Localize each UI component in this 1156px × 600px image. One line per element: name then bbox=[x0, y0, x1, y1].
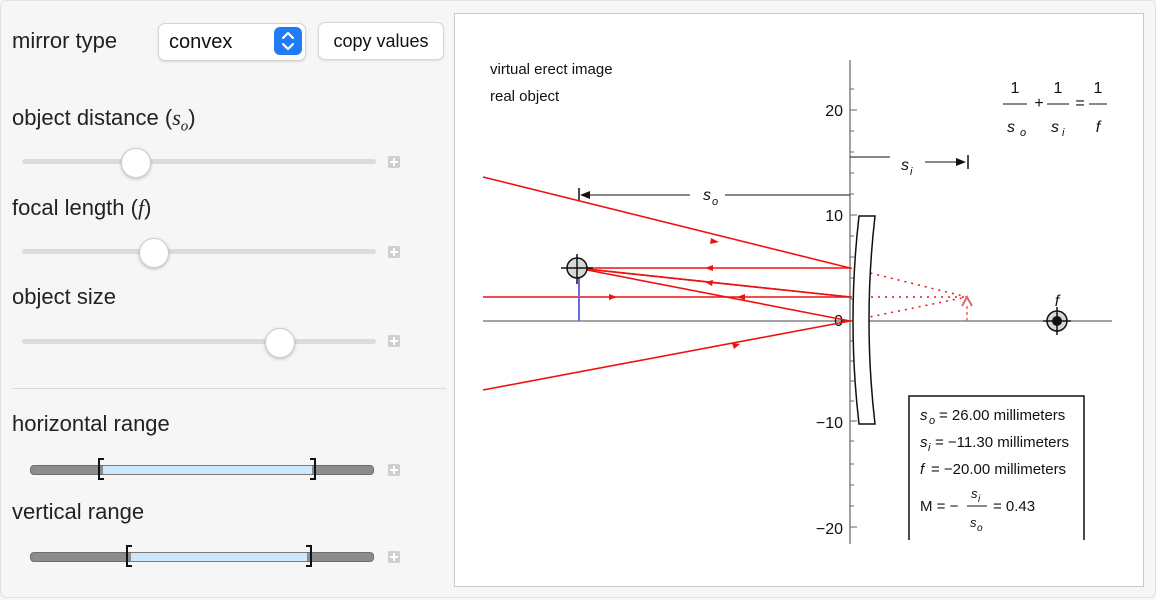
horizontal-range-label: horizontal range bbox=[12, 411, 170, 436]
horizontal-range-handles[interactable] bbox=[96, 457, 318, 483]
svg-text:f: f bbox=[1096, 119, 1102, 136]
readout-box: s o = 26.00 millimeters s i = −11.30 mil… bbox=[908, 395, 1085, 540]
svg-text:s: s bbox=[901, 157, 909, 174]
svg-text:o: o bbox=[1020, 127, 1026, 139]
svg-text:1: 1 bbox=[1054, 80, 1063, 97]
svg-text:s: s bbox=[703, 187, 711, 204]
svg-text:i: i bbox=[978, 494, 981, 505]
so-readout: = 26.00 millimeters bbox=[939, 407, 1065, 424]
image-type-text: virtual erect image bbox=[490, 61, 613, 78]
f-readout: = −20.00 millimeters bbox=[931, 461, 1066, 478]
vertical-range-handles[interactable] bbox=[124, 544, 314, 570]
object-handle-icon[interactable] bbox=[561, 254, 593, 284]
focal-length-slider[interactable] bbox=[22, 249, 376, 254]
object-size-plus-icon[interactable] bbox=[388, 335, 400, 347]
focal-length-label: focal length (f) bbox=[12, 195, 152, 220]
so-dimension: s o bbox=[578, 187, 850, 208]
svg-text:o: o bbox=[712, 196, 718, 208]
chevron-updown-icon bbox=[274, 27, 302, 55]
svg-text:s: s bbox=[1051, 119, 1059, 136]
horizontal-range-plus-icon[interactable] bbox=[388, 464, 400, 476]
svg-text:1: 1 bbox=[1094, 80, 1103, 97]
focal-length-slider-thumb[interactable] bbox=[139, 238, 169, 268]
y-tick-label: 0 bbox=[834, 313, 843, 330]
svg-text:o: o bbox=[977, 523, 983, 534]
svg-text:s: s bbox=[971, 486, 978, 501]
si-readout: = −11.30 millimeters bbox=[935, 434, 1069, 451]
svg-text:s: s bbox=[970, 515, 977, 530]
y-tick-label: −20 bbox=[816, 521, 843, 538]
mirror-type-value: convex bbox=[169, 31, 233, 53]
object-distance-slider-thumb[interactable] bbox=[121, 148, 151, 178]
copy-values-button[interactable]: copy values bbox=[318, 22, 444, 60]
svg-text:1: 1 bbox=[1011, 80, 1020, 97]
object-size-slider-thumb[interactable] bbox=[265, 328, 295, 358]
ray-direction-arrows bbox=[609, 238, 745, 349]
mirror-type-select[interactable]: convex bbox=[158, 23, 306, 61]
focal-length-plus-icon[interactable] bbox=[388, 246, 400, 258]
magnification-value: = 0.43 bbox=[993, 498, 1035, 515]
light-rays bbox=[482, 176, 851, 391]
object-distance-plus-icon[interactable] bbox=[388, 156, 400, 168]
object-size-label: object size bbox=[12, 284, 116, 309]
focal-point-handle-icon[interactable] bbox=[1043, 307, 1071, 335]
object-type-text: real object bbox=[490, 88, 560, 105]
horizontal-range-selection[interactable] bbox=[103, 465, 312, 475]
object-distance-slider[interactable] bbox=[22, 159, 376, 164]
y-tick-label: 10 bbox=[825, 208, 843, 225]
object-size-slider[interactable] bbox=[22, 339, 376, 344]
svg-text:=: = bbox=[1075, 95, 1084, 112]
mirror-equation: 1 s o + 1 s i = 1 f bbox=[1003, 80, 1107, 139]
svg-text:i: i bbox=[1062, 127, 1065, 139]
y-tick-label: −10 bbox=[816, 415, 843, 432]
vertical-range-label: vertical range bbox=[12, 499, 145, 524]
focal-point-label: f bbox=[1055, 293, 1061, 310]
svg-text:i: i bbox=[910, 166, 913, 178]
svg-text:+: + bbox=[1034, 95, 1043, 112]
object-distance-label: object distance (so) bbox=[12, 105, 196, 135]
mirror-type-label: mirror type bbox=[12, 28, 118, 53]
vertical-range-plus-icon[interactable] bbox=[388, 551, 400, 563]
svg-text:s: s bbox=[920, 407, 928, 424]
magnification-prefix: M = − bbox=[920, 498, 959, 515]
vertical-range-selection[interactable] bbox=[131, 552, 307, 562]
si-dimension: s i bbox=[850, 155, 969, 178]
svg-text:s: s bbox=[920, 434, 928, 451]
virtual-rays bbox=[849, 267, 968, 322]
svg-text:s: s bbox=[1007, 119, 1015, 136]
optics-plot: virtual erect image real object 20 10 0 … bbox=[454, 13, 1144, 587]
divider bbox=[12, 388, 446, 389]
y-tick-label: 20 bbox=[825, 103, 843, 120]
svg-text:o: o bbox=[929, 415, 935, 427]
svg-text:i: i bbox=[928, 442, 931, 454]
image-arrow bbox=[961, 294, 973, 321]
convex-mirror bbox=[852, 215, 876, 425]
svg-text:f: f bbox=[920, 461, 926, 478]
